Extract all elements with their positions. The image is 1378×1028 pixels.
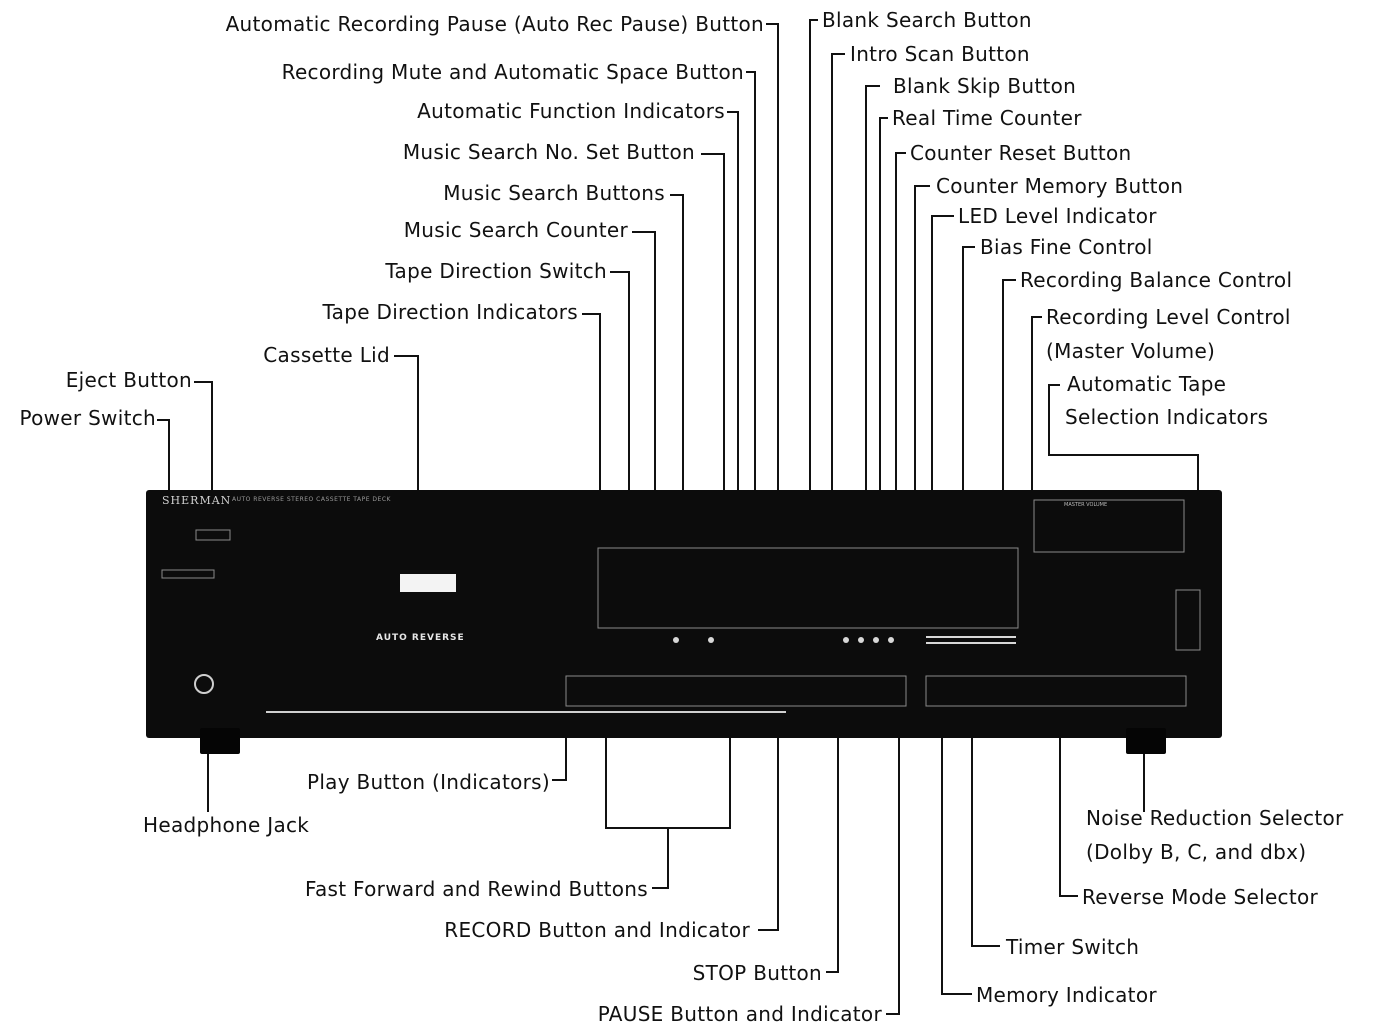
leader-counter-memory — [914, 185, 930, 500]
master-volume-knob-area — [1033, 499, 1185, 553]
label-rec-mute: Recording Mute and Automatic Space Butto… — [281, 60, 744, 84]
leader-stop — [826, 700, 839, 973]
cassette-deck-front-panel: SHERMAN AUTO REVERSE STEREO CASSETTE TAP… — [146, 490, 1222, 754]
leader-counter-reset — [895, 152, 906, 500]
leader-ff-rew — [605, 700, 731, 889]
label-pause: PAUSE Button and Indicator — [597, 1002, 882, 1026]
label-ff-rew: Fast Forward and Rewind Buttons — [305, 877, 648, 901]
master-volume-label: MASTER VOLUME — [1064, 502, 1108, 508]
counter-digit-3 — [873, 637, 879, 643]
label-blank-search: Blank Search Button — [822, 8, 1032, 32]
label-counter-reset: Counter Reset Button — [910, 141, 1132, 165]
label-auto-tape-line2: Selection Indicators — [1065, 405, 1269, 429]
label-memory: Memory Indicator — [976, 983, 1157, 1007]
leader-music-search-counter — [632, 231, 656, 500]
label-blank-skip: Blank Skip Button — [893, 74, 1077, 98]
label-record: RECORD Button and Indicator — [444, 918, 750, 942]
label-intro-scan: Intro Scan Button — [850, 42, 1030, 66]
counter-digit-1 — [843, 637, 849, 643]
label-cassette-lid: Cassette Lid — [263, 343, 390, 367]
label-auto-rec-pause: Automatic Recording Pause (Auto Rec Paus… — [225, 12, 764, 36]
leader-power — [157, 419, 170, 520]
cassette-window — [400, 574, 456, 592]
label-tape-dir-switch: Tape Direction Switch — [385, 259, 607, 283]
leader-rec-level — [1031, 316, 1042, 500]
label-noise-red-line2: (Dolby B, C, and dbx) — [1086, 840, 1307, 864]
counter-digit-2 — [858, 637, 864, 643]
tape-select-indicators — [1175, 589, 1201, 651]
power-switch-shape — [161, 569, 215, 579]
display-window-shape — [597, 547, 1019, 629]
leader-music-search-buttons — [670, 194, 684, 500]
counter-digit-4 — [888, 637, 894, 643]
leader-bias-fine — [962, 246, 975, 500]
label-stop: STOP Button — [692, 961, 822, 985]
label-reverse-mode: Reverse Mode Selector — [1082, 885, 1319, 909]
leader-timer — [971, 712, 1000, 947]
label-power: Power Switch — [19, 406, 156, 430]
leader-cassette-lid — [394, 355, 419, 500]
leader-tape-dir-indicators — [582, 313, 601, 500]
label-music-search-counter: Music Search Counter — [403, 218, 628, 242]
deck-panel-details — [161, 499, 1201, 713]
leader-memory — [941, 710, 972, 995]
leader-rec-mute — [746, 71, 756, 500]
label-real-time-counter: Real Time Counter — [892, 106, 1082, 130]
label-tape-dir-indicators: Tape Direction Indicators — [322, 300, 578, 324]
leader-eject — [194, 381, 213, 520]
selector-strip — [925, 675, 1187, 707]
leader-intro-scan — [831, 53, 845, 500]
leader-music-search-set — [701, 153, 725, 560]
leader-auto-function — [727, 111, 739, 610]
eject-button-shape — [195, 529, 231, 541]
deck-model-line: AUTO REVERSE STEREO CASSETTE TAPE DECK — [232, 496, 391, 503]
label-auto-tape-line1: Automatic Tape — [1067, 372, 1227, 396]
transport-buttons-strip — [565, 675, 907, 707]
label-eject: Eject Button — [65, 368, 192, 392]
leader-real-time-counter — [879, 117, 888, 500]
label-rec-balance: Recording Balance Control — [1020, 268, 1293, 292]
label-headphone: Headphone Jack — [143, 813, 310, 837]
auto-reverse-label: AUTO REVERSE — [376, 633, 465, 643]
deck-foot-right — [1126, 728, 1166, 754]
label-auto-function: Automatic Function Indicators — [417, 99, 725, 123]
label-noise-red-line1: Noise Reduction Selector — [1086, 806, 1344, 830]
label-led-level: LED Level Indicator — [958, 204, 1157, 228]
label-music-search-set: Music Search No. Set Button — [402, 140, 695, 164]
direction-indicator-right — [708, 637, 714, 643]
led-level-bar-2 — [926, 642, 1016, 644]
label-play: Play Button (Indicators) — [306, 770, 550, 794]
leader-auto-tape — [1048, 384, 1199, 510]
leader-blank-skip — [865, 85, 880, 560]
label-bias-fine: Bias Fine Control — [980, 235, 1153, 259]
leader-led-level — [931, 215, 954, 500]
headphone-jack-socket — [194, 674, 214, 694]
direction-indicator-left — [673, 637, 679, 643]
label-counter-memory: Counter Memory Button — [936, 174, 1184, 198]
deck-brand-logo: SHERMAN — [162, 494, 232, 507]
label-rec-level-line1: Recording Level Control — [1046, 305, 1291, 329]
label-timer: Timer Switch — [1006, 935, 1140, 959]
leader-auto-rec-pause — [766, 23, 779, 500]
leader-blank-search — [809, 19, 818, 500]
led-level-bar-1 — [926, 636, 1016, 638]
leader-record — [758, 690, 779, 931]
deck-foot-left — [200, 728, 240, 754]
leader-reverse-mode — [1059, 712, 1078, 897]
leader-rec-balance — [1002, 279, 1016, 500]
label-rec-level-line2: (Master Volume) — [1046, 339, 1216, 363]
label-music-search-buttons: Music Search Buttons — [443, 181, 665, 205]
